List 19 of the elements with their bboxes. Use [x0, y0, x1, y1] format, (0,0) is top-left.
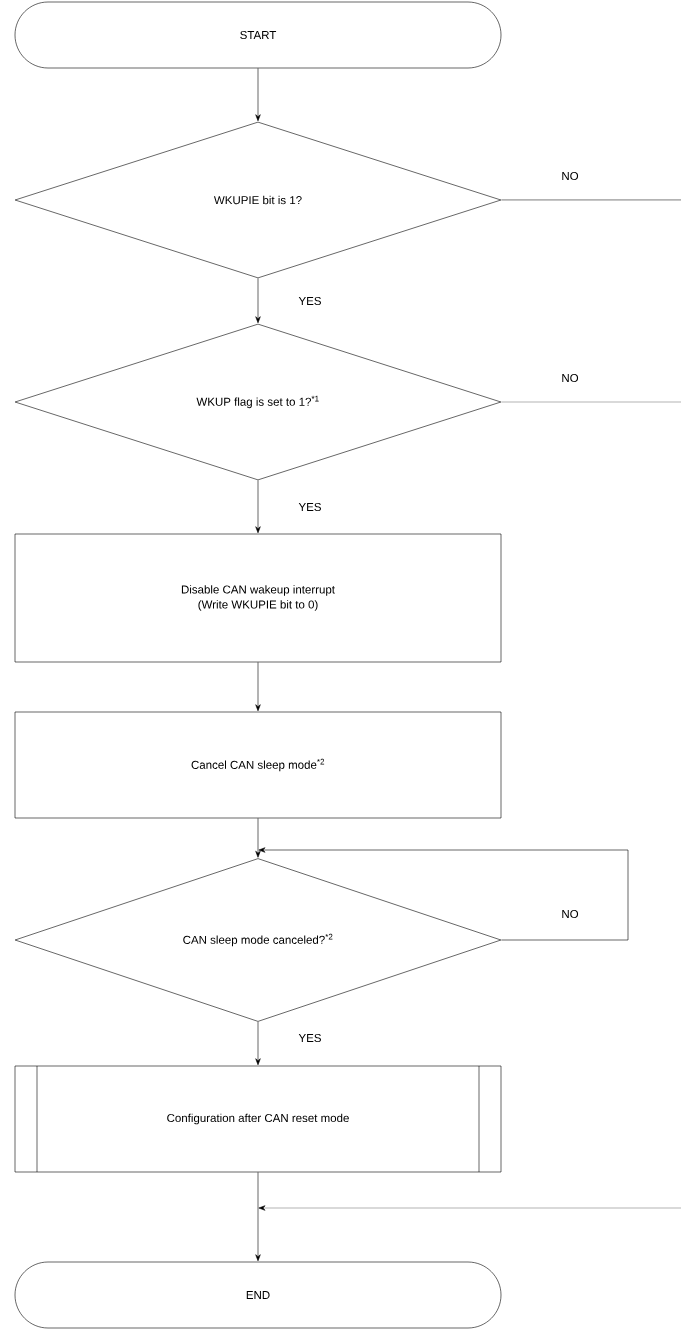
arrow [255, 818, 261, 858]
edge-label: YES [297, 1032, 323, 1044]
subroutine-box: Configuration after CAN reset mode [14, 1065, 502, 1173]
edge-label: NO [560, 372, 580, 384]
terminal-box: START [14, 1, 502, 69]
arrow [255, 1021, 261, 1066]
arrow [255, 1172, 261, 1262]
terminal-box: END [14, 1261, 502, 1329]
edge-label: NO [560, 170, 580, 182]
arrow [258, 847, 629, 941]
process-box: Disable CAN wakeup interrupt (Write WKUPIE bit to 0) [14, 533, 502, 663]
edge-label: YES [297, 501, 323, 513]
arrow [255, 662, 261, 712]
edge-label: YES [297, 295, 323, 307]
edge-label: NO [560, 908, 580, 920]
process-box: Cancel CAN sleep mode$^{*2}$ [14, 711, 502, 819]
arrow [255, 480, 261, 534]
arrow [255, 68, 261, 122]
arrow [255, 278, 261, 324]
